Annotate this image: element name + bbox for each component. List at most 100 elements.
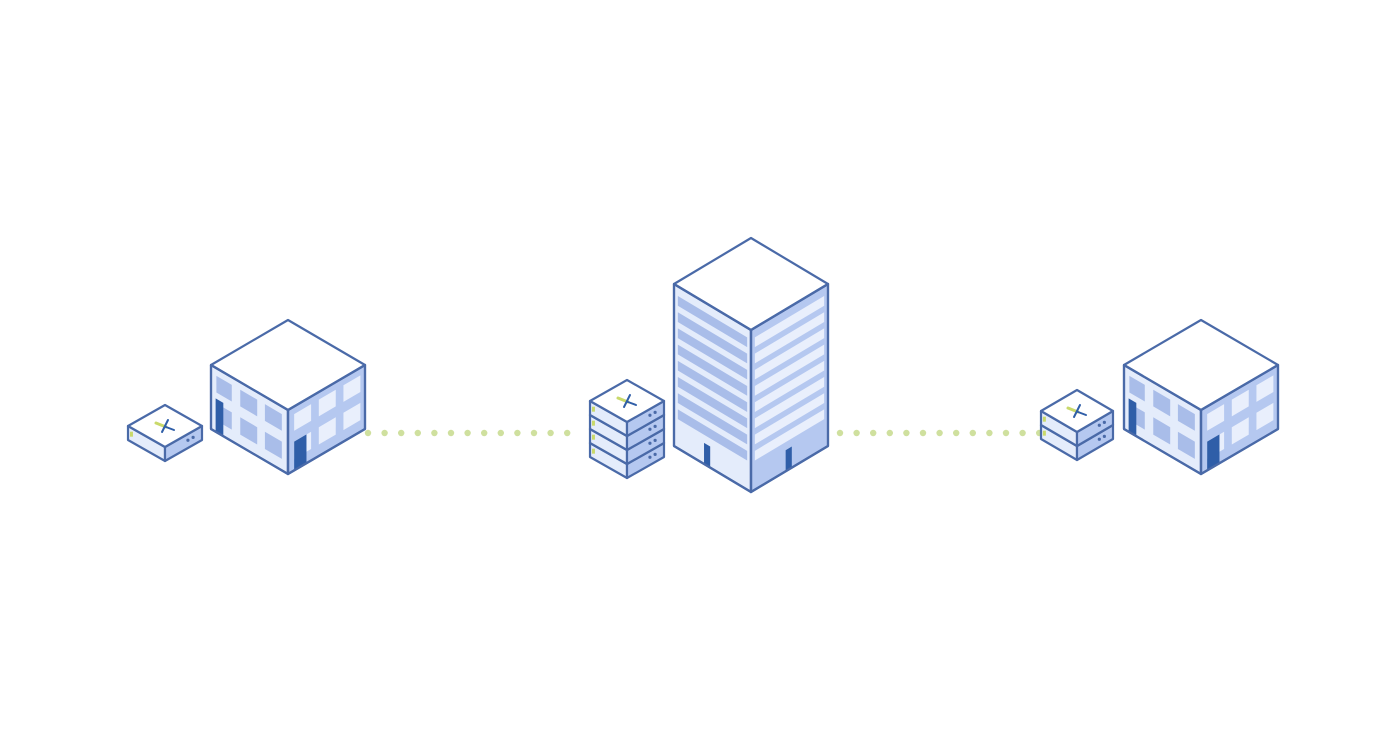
port-indicator (191, 435, 195, 439)
port-indicator (1102, 420, 1106, 424)
door-icon (1128, 398, 1137, 437)
window-band (677, 312, 748, 364)
link-dot (381, 429, 388, 437)
window (318, 417, 336, 445)
window (1256, 375, 1274, 402)
door-icon (704, 442, 711, 468)
appliance-branch-left (126, 403, 204, 463)
link-dot (953, 429, 960, 437)
window (1177, 404, 1195, 431)
link-dot (969, 429, 976, 437)
window-band (754, 312, 825, 364)
logo-stroke-blue (161, 419, 169, 433)
window-band (754, 328, 825, 380)
door-icon (215, 398, 224, 437)
window-band (754, 296, 825, 348)
status-led (591, 448, 595, 454)
status-led (591, 406, 595, 412)
link-dot (1002, 429, 1010, 437)
appliance-headquarters (588, 378, 666, 480)
window (318, 389, 336, 417)
window (240, 389, 258, 417)
window (216, 375, 232, 402)
window (1256, 402, 1274, 431)
link-dot (431, 429, 438, 437)
window-band (754, 360, 825, 412)
status-led (591, 420, 595, 426)
link-dot (919, 429, 927, 437)
logo-stroke-blue (1073, 404, 1081, 418)
logo-stroke-blue (1077, 411, 1087, 416)
link-dot (481, 429, 488, 437)
window-band (754, 409, 825, 461)
logo-stroke-blue (165, 426, 175, 431)
port-indicator (1097, 437, 1101, 441)
door-icon (1207, 434, 1220, 471)
status-led (1042, 430, 1046, 436)
link-dot (414, 429, 421, 437)
window (1231, 389, 1249, 417)
port-indicator (653, 438, 657, 442)
port-indicator (1097, 423, 1101, 427)
window (1231, 417, 1249, 445)
window-band (677, 409, 748, 461)
window-band (754, 393, 825, 445)
window-band (754, 377, 825, 429)
port-indicator (653, 410, 657, 414)
window (264, 404, 282, 431)
port-indicator (653, 424, 657, 428)
link-dot (497, 429, 504, 437)
link-left-to-hq (364, 429, 571, 437)
status-led (129, 431, 133, 437)
link-dot (530, 429, 538, 437)
link-dot (1019, 429, 1026, 437)
link-dot (514, 429, 521, 437)
link-dot (447, 429, 455, 437)
link-hq-to-right (836, 429, 1043, 437)
window (1153, 389, 1171, 417)
window-band (677, 344, 748, 396)
link-dot (398, 429, 405, 437)
link-dot (903, 429, 910, 437)
building-headquarters (672, 236, 830, 494)
link-dot (936, 429, 943, 437)
window (1207, 404, 1225, 431)
port-indicator (648, 441, 652, 445)
logo-stroke-blue (627, 401, 637, 406)
link-dot (986, 429, 993, 437)
door-icon (294, 434, 307, 471)
status-led (591, 434, 595, 440)
port-indicator (186, 438, 190, 442)
window (1129, 375, 1145, 402)
building-outline (1199, 363, 1280, 476)
window-band (754, 344, 825, 396)
window (1153, 417, 1171, 445)
building-outline (286, 363, 367, 476)
link-dot (564, 429, 571, 437)
window-band (677, 328, 748, 380)
appliance-branch-right (1039, 388, 1115, 462)
link-dot (853, 429, 860, 437)
link-dot (464, 429, 471, 437)
logo-stroke-blue (623, 394, 631, 408)
link-dot (364, 429, 372, 437)
window-band (677, 377, 748, 429)
port-indicator (653, 452, 657, 456)
port-indicator (1102, 434, 1106, 438)
window (240, 417, 258, 445)
port-indicator (648, 455, 652, 459)
building-branch-left (209, 318, 367, 476)
window (294, 404, 312, 431)
window (343, 375, 361, 402)
link-dot (870, 429, 877, 437)
link-dot (836, 429, 844, 437)
port-indicator (648, 413, 652, 417)
building-branch-right (1122, 318, 1280, 476)
window-band (677, 393, 748, 445)
link-dot (886, 429, 893, 437)
door-icon (785, 446, 792, 472)
status-led (1042, 416, 1046, 422)
port-indicator (648, 427, 652, 431)
window (264, 431, 282, 459)
